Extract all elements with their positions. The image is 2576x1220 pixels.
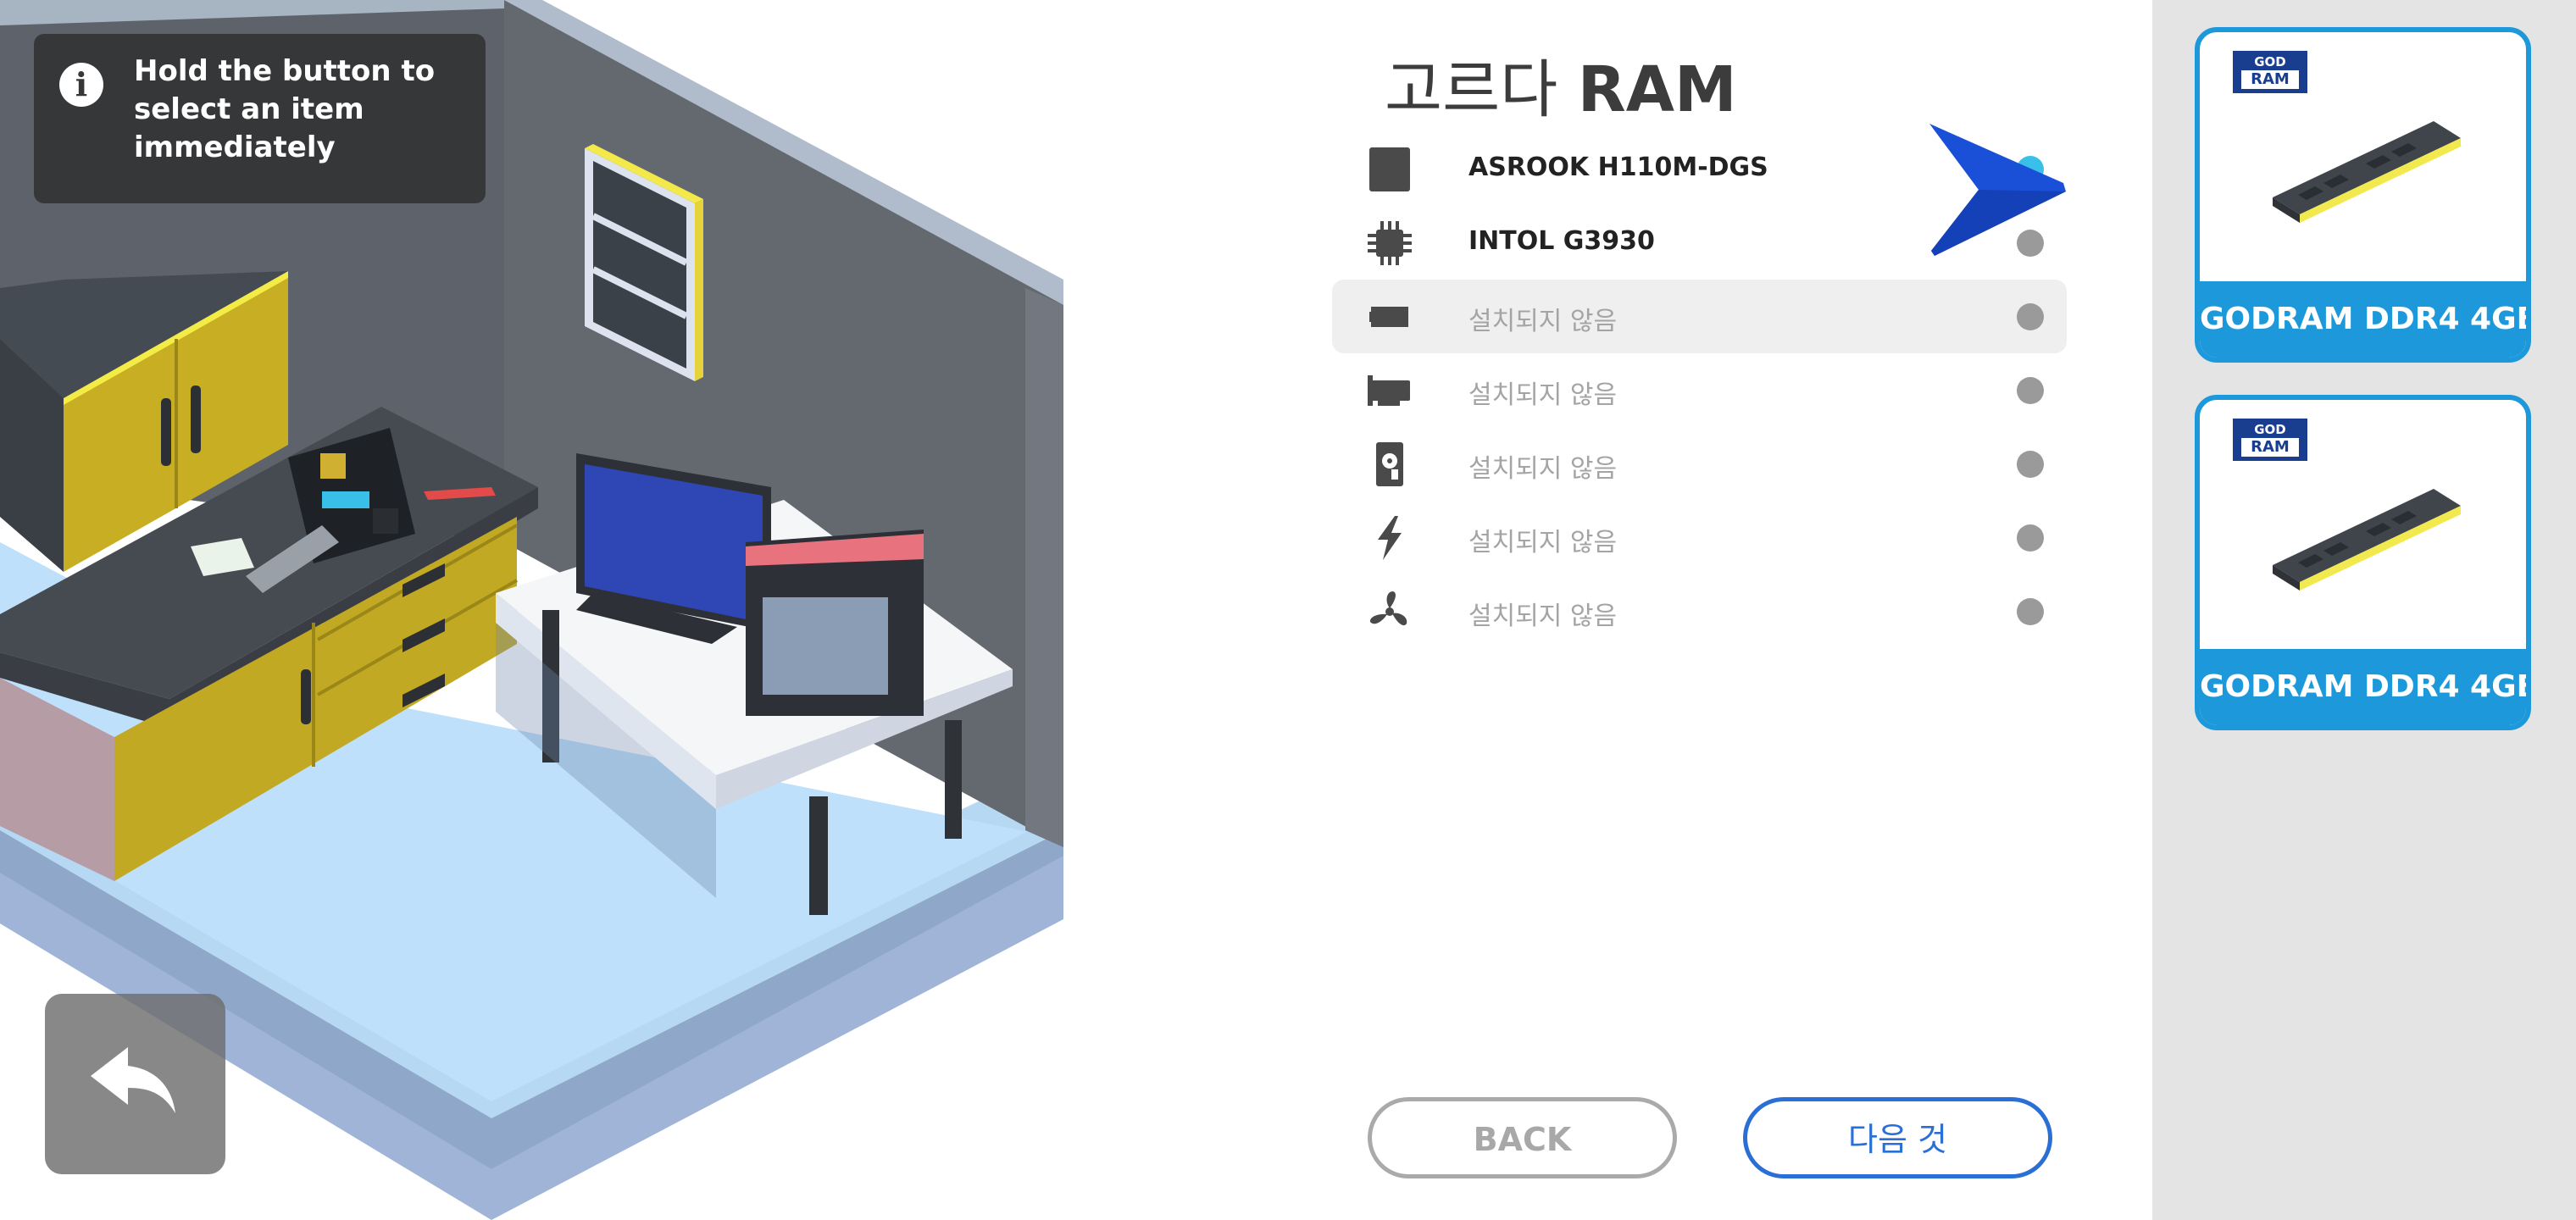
hint-text: Hold the button to select an item immedi…: [134, 54, 436, 164]
slot-motherboard[interactable]: ASROOK H110M-DGS: [1332, 132, 2067, 206]
gpu-icon: [1368, 375, 1410, 406]
item-name: GODRAM DDR4 4GB: [2200, 281, 2526, 358]
item-card[interactable]: GOD RAM GODRAM DDR4 4GB: [2195, 395, 2531, 730]
motherboard-icon: [1369, 147, 1410, 191]
slot-ram[interactable]: 설치되지 않음: [1332, 280, 2067, 353]
next-button[interactable]: 다음 것: [1743, 1097, 2052, 1178]
component-slot-list: ASROOK H110M-DGS INTOL G3930 설치되지 않음 설치되…: [1332, 132, 2067, 648]
slot-label: 설치되지 않음: [1468, 380, 1618, 410]
slot-status-dot: [2017, 524, 2044, 552]
slot-storage[interactable]: 설치되지 않음: [1332, 427, 2067, 501]
slot-label: 설치되지 않음: [1468, 454, 1618, 484]
slot-status-dot: [2017, 230, 2044, 257]
slot-label: 설치되지 않음: [1468, 528, 1618, 557]
slot-status-dot: [2017, 303, 2044, 330]
slot-cooling[interactable]: 설치되지 않음: [1332, 574, 2067, 648]
cooling-fan-icon: [1369, 591, 1407, 626]
slot-status-dot: [2017, 451, 2044, 478]
pointer-arrow-icon: [1929, 124, 2066, 256]
workshop-scene: [0, 0, 1076, 1220]
hint-tooltip: i Hold the button to select an item imme…: [34, 34, 486, 203]
ram-stick-icon: [2273, 489, 2461, 591]
undo-button[interactable]: [45, 994, 225, 1174]
storage-icon: [1376, 442, 1403, 486]
slot-label: INTOL G3930: [1468, 226, 1655, 256]
undo-arrow-icon: [91, 1047, 175, 1113]
godram-logo: GOD RAM: [2233, 51, 2307, 93]
slot-label: ASROOK H110M-DGS: [1468, 152, 1768, 182]
back-button[interactable]: BACK: [1368, 1097, 1677, 1178]
slot-status-dot: [2017, 377, 2044, 404]
page-title: 고르다 RAM: [1385, 39, 1737, 130]
cpu-icon: [1368, 221, 1412, 265]
title-prefix: 고르다: [1385, 53, 1558, 126]
slot-power-supply[interactable]: 설치되지 않음: [1332, 501, 2067, 574]
godram-logo: GOD RAM: [2233, 419, 2307, 461]
slot-label: 설치되지 않음: [1468, 307, 1618, 336]
power-supply-icon: [1378, 516, 1402, 560]
slot-status-dot: [2017, 598, 2044, 625]
slot-gpu[interactable]: 설치되지 않음: [1332, 353, 2067, 427]
slot-cpu[interactable]: INTOL G3930: [1332, 206, 2067, 280]
title-part: RAM: [1577, 53, 1737, 126]
ram-stick-icon: [2273, 121, 2461, 223]
ram-icon: [1369, 307, 1408, 327]
info-icon: i: [59, 63, 103, 107]
slot-label: 설치되지 않음: [1468, 602, 1618, 631]
item-name: GODRAM DDR4 4GB: [2200, 649, 2526, 725]
workshop-illustration: [0, 0, 1063, 1220]
item-card[interactable]: GOD RAM GODRAM DDR4 4GB: [2195, 27, 2531, 363]
